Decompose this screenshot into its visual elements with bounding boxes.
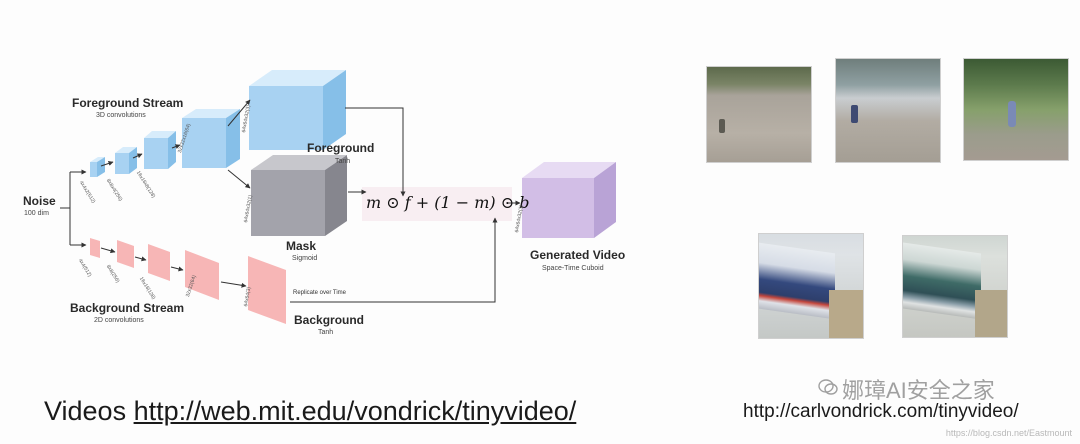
bg-tile-4 [185, 250, 219, 300]
architecture-diagram [60, 70, 616, 324]
fg-cube-4 [182, 109, 240, 168]
bg-tile-1 [90, 238, 100, 258]
mask-cube [251, 155, 347, 236]
generated-video-label: Generated Video [530, 248, 626, 262]
mask-label: Mask [286, 239, 317, 253]
bg-stream-sub: 2D convolutions [94, 317, 144, 324]
train-body [759, 242, 835, 320]
replicate-label: Replicate over Time [293, 290, 347, 296]
csdn-watermark: https://blog.csdn.net/Eastmount [945, 428, 1072, 438]
figure-shape [1008, 101, 1016, 127]
figure-shape [851, 105, 858, 123]
generated-video-sub: Space-Time Cuboid [542, 265, 604, 272]
mask-sub: Sigmoid [292, 255, 318, 262]
noise-sub: 100 dim [24, 210, 49, 217]
videos-link-line: Videos http://web.mit.edu/vondrick/tinyv… [44, 396, 576, 427]
foreground-sub: Tanh [335, 158, 351, 165]
bg-tile-2 [117, 240, 134, 268]
foreground-label: Foreground [307, 141, 375, 155]
generated-video-cube [522, 162, 616, 238]
background-sub: Tanh [318, 329, 334, 336]
video-thumbnail-beach-1 [706, 66, 812, 163]
fg-cube-1 [90, 157, 105, 177]
watermark-text: 娜璋AI安全之家 [842, 378, 995, 403]
train-body [903, 242, 981, 320]
formula-box [362, 187, 512, 221]
fg-stream-title: Foreground Stream [72, 96, 184, 110]
noise-connectors [60, 172, 86, 248]
videos-prefix: Videos [44, 396, 134, 426]
video-thumbnail-train-1 [758, 233, 864, 339]
carlvondrick-url[interactable]: http://carlvondrick.com/tinyvideo/ [743, 401, 1019, 422]
formula: m ⊙ f + (1 − m) ⊙ b [366, 193, 530, 212]
bg-stream-title: Background Stream [70, 301, 185, 315]
video-thumbnail-beach-2 [835, 58, 941, 163]
video-thumbnail-train-2 [902, 235, 1008, 338]
foreground-cube [249, 70, 346, 150]
noise-label: Noise [23, 194, 56, 208]
background-label: Background [294, 313, 365, 327]
fg-cube-3 [144, 131, 176, 169]
platform [975, 290, 1007, 337]
fg-cube-2 [115, 147, 137, 174]
video-thumbnail-field [963, 58, 1069, 161]
platform [829, 290, 863, 338]
background-tile [248, 256, 286, 324]
stream-arrows [100, 99, 521, 303]
wechat-icon [818, 379, 838, 395]
fg-stream-sub: 3D convolutions [96, 112, 146, 119]
bg-tile-3 [148, 244, 170, 281]
figure-shape [719, 119, 725, 133]
videos-link[interactable]: http://web.mit.edu/vondrick/tinyvideo/ [133, 396, 577, 426]
